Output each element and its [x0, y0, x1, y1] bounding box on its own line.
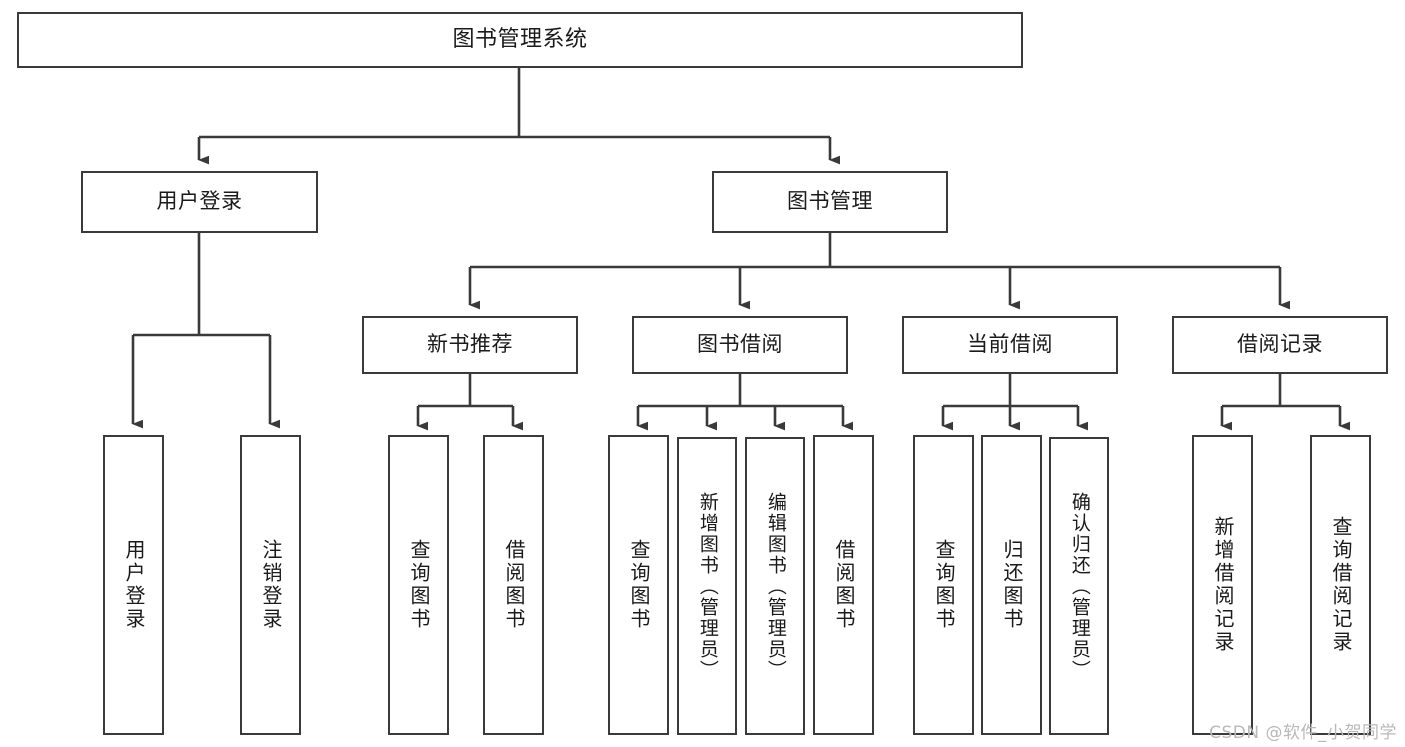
- node-current-borrow[interactable]: 当前借阅: [902, 316, 1118, 374]
- node-new-book-rec[interactable]: 新书推荐: [362, 316, 578, 374]
- node-leaf-query-book-2[interactable]: 查询图书: [608, 435, 669, 735]
- node-leaf-query-book-3[interactable]: 查询图书: [913, 435, 974, 735]
- node-leaf-borrow-book-1[interactable]: 借阅图书: [483, 435, 544, 735]
- node-leaf-return-book[interactable]: 归还图书: [981, 435, 1042, 735]
- node-leaf-query-book-3-label: 查询图书: [932, 539, 956, 631]
- node-leaf-logout-label: 注销登录: [259, 539, 283, 631]
- node-leaf-query-book-2-label: 查询图书: [627, 539, 651, 631]
- node-leaf-add-record[interactable]: 新增借阅记录: [1192, 435, 1253, 735]
- node-leaf-query-record-label: 查询借阅记录: [1329, 516, 1353, 654]
- node-leaf-edit-book-label: 编辑图书（管理员）: [764, 491, 787, 681]
- node-book-borrow-label: 图书借阅: [697, 332, 783, 357]
- node-leaf-borrow-book-1-label: 借阅图书: [502, 539, 526, 631]
- node-book-manage[interactable]: 图书管理: [712, 171, 948, 233]
- node-book-manage-label: 图书管理: [787, 189, 873, 214]
- node-borrow-record-label: 借阅记录: [1237, 332, 1323, 357]
- node-leaf-logout[interactable]: 注销登录: [240, 435, 301, 735]
- node-current-borrow-label: 当前借阅: [967, 332, 1053, 357]
- node-leaf-borrow-book-2[interactable]: 借阅图书: [813, 435, 874, 735]
- node-leaf-edit-book[interactable]: 编辑图书（管理员）: [745, 437, 805, 735]
- node-book-borrow[interactable]: 图书借阅: [632, 316, 848, 374]
- node-leaf-add-record-label: 新增借阅记录: [1211, 516, 1235, 654]
- node-leaf-add-book[interactable]: 新增图书（管理员）: [677, 437, 737, 735]
- node-leaf-borrow-book-2-label: 借阅图书: [832, 539, 856, 631]
- node-borrow-record[interactable]: 借阅记录: [1172, 316, 1388, 374]
- node-leaf-user-login[interactable]: 用户登录: [103, 435, 164, 735]
- node-leaf-query-book-1[interactable]: 查询图书: [388, 435, 449, 735]
- node-leaf-query-record[interactable]: 查询借阅记录: [1310, 435, 1371, 735]
- node-leaf-return-book-label: 归还图书: [1000, 539, 1024, 631]
- node-root[interactable]: 图书管理系统: [17, 12, 1023, 68]
- node-user-login[interactable]: 用户登录: [81, 171, 318, 233]
- node-leaf-query-book-1-label: 查询图书: [407, 539, 431, 631]
- node-leaf-add-book-label: 新增图书（管理员）: [696, 491, 719, 681]
- node-user-login-label: 用户登录: [156, 189, 243, 214]
- node-leaf-confirm-return[interactable]: 确认归还（管理员）: [1049, 437, 1109, 735]
- node-leaf-user-login-label: 用户登录: [122, 539, 146, 631]
- node-leaf-confirm-return-label: 确认归还（管理员）: [1068, 491, 1091, 681]
- node-root-label: 图书管理系统: [452, 26, 588, 52]
- csdn-watermark: CSDN @软件_小贺同学: [1209, 723, 1397, 743]
- node-new-book-rec-label: 新书推荐: [427, 332, 513, 357]
